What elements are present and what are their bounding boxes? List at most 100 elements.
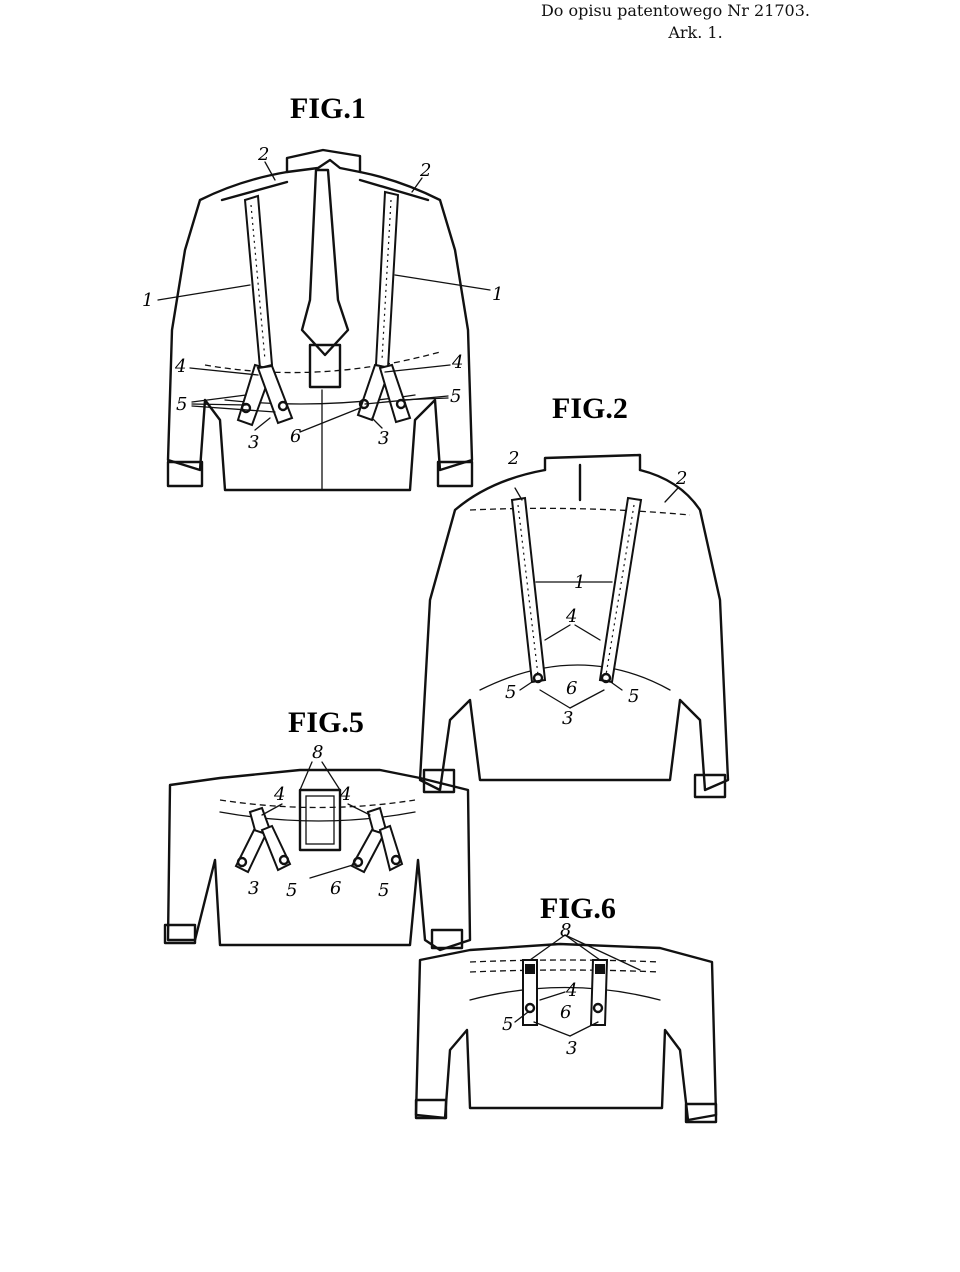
- fig6-left-clip: [525, 964, 535, 974]
- fig1-shirt-body: [166, 170, 474, 492]
- fig5-leader-4-right: [347, 803, 371, 816]
- fig2-leader-3a: [539, 689, 571, 709]
- fig5-left-cuff: [163, 923, 197, 945]
- fig2-left-button: [532, 672, 544, 684]
- fig2-leader-3b: [569, 689, 605, 709]
- fig2-leader-4a: [544, 624, 571, 641]
- fig1-leader-1-right: [394, 274, 491, 291]
- fig1-label-2-right: 2: [419, 160, 431, 181]
- sheet-number: Ark. 1.: [668, 23, 723, 42]
- fig1-collar: [285, 148, 362, 174]
- fig1-tie: [300, 168, 350, 357]
- fig1-label-3-right: 3: [378, 428, 389, 449]
- figure-1-title: FIG.1: [290, 92, 366, 125]
- figure-5: FIG.5 8 4: [163, 706, 472, 952]
- fig5-waist-line: [219, 811, 416, 822]
- fig2-yoke-line: [469, 507, 691, 516]
- fig1-leader-1-left: [157, 284, 251, 301]
- fig6-leader-4: [539, 991, 566, 1001]
- fig6-leader-3b: [569, 1021, 599, 1037]
- fig1-label-6: 6: [290, 426, 301, 447]
- fig2-waist-curve: [479, 664, 671, 691]
- fig6-leader-5: [514, 1011, 529, 1023]
- patent-reference: Do opisu patentowego Nr 21703.: [540, 1, 810, 20]
- fig6-leader-8a: [529, 934, 566, 961]
- figure-1: FIG.1: [142, 92, 503, 492]
- figure-2: FIG.2: [418, 392, 730, 799]
- fig1-leader-4-right: [384, 364, 451, 373]
- fig6-left-cuff: [414, 1098, 448, 1120]
- fig5-left-tab-b: [260, 824, 292, 872]
- fig1-leader-3-right: [371, 417, 383, 429]
- fig1-leader-5e: [399, 397, 449, 401]
- fig5-label-4-right: 4: [339, 784, 351, 805]
- fig1-label-5-left: 5: [176, 394, 187, 415]
- fig6-leader-8c: [564, 934, 641, 971]
- fig2-shirt-body: [418, 468, 730, 792]
- fig5-label-6: 6: [330, 878, 341, 899]
- fig5-label-5-right: 5: [378, 880, 389, 901]
- fig1-right-strap: [374, 190, 400, 370]
- fig2-label-4: 4: [565, 606, 577, 627]
- fig1-label-5-right: 5: [450, 386, 461, 407]
- fig5-shirt-body: [166, 768, 472, 952]
- fig1-left-shoulder-seam: [220, 180, 289, 202]
- fig6-leader-3a: [533, 1021, 571, 1037]
- fig2-leader-5-left: [519, 679, 536, 691]
- fig5-label-5-left: 5: [286, 880, 297, 901]
- fig1-left-tab-b: [256, 364, 294, 425]
- fig5-center-tab: [298, 788, 342, 852]
- fig1-right-tab-b: [378, 363, 412, 424]
- figure-2-title: FIG.2: [552, 392, 628, 425]
- fig5-right-cuff: [430, 928, 464, 950]
- fig1-leader-3-left: [254, 417, 271, 431]
- fig1-left-strap: [243, 194, 274, 370]
- fig1-label-2-left: 2: [257, 144, 269, 165]
- fig1-label-4-left: 4: [174, 356, 186, 377]
- fig6-left-button: [524, 1002, 536, 1014]
- fig6-yoke-dash-1: [469, 959, 661, 963]
- fig1-leader-2-left: [264, 161, 276, 181]
- fig1-label-1-left: 1: [142, 290, 153, 311]
- fig6-label-4: 4: [565, 980, 577, 1001]
- fig2-leader-4b: [574, 624, 601, 641]
- fig6-right-cuff: [684, 1102, 718, 1124]
- fig5-center-tab-inner: [305, 795, 335, 845]
- fig5-right-button-b: [390, 854, 402, 866]
- fig1-right-strap-stitch: [381, 199, 392, 361]
- fig6-label-8: 8: [560, 920, 571, 941]
- fig5-left-button-a: [236, 856, 248, 868]
- fig5-right-button-a: [352, 856, 364, 868]
- fig2-left-cuff: [422, 768, 456, 794]
- fig6-right-button: [592, 1002, 604, 1014]
- fig1-label-4-right: 4: [451, 352, 463, 373]
- fig1-leader-6: [299, 407, 361, 433]
- fig6-right-clip: [595, 964, 605, 974]
- fig2-label-3: 3: [562, 708, 573, 729]
- fig5-leader-6: [309, 863, 357, 879]
- fig2-leader-2-left: [514, 487, 523, 501]
- fig1-leader-5c: [191, 405, 276, 413]
- fig6-label-6: 6: [560, 1002, 571, 1023]
- fig2-label-1: 1: [574, 572, 585, 593]
- fig2-leader-5-right: [607, 679, 623, 691]
- fig1-leader-5a: [191, 394, 247, 403]
- fig2-label-5-left: 5: [505, 682, 516, 703]
- fig2-right-strap: [598, 496, 643, 684]
- fig5-leader-8b: [321, 761, 341, 791]
- sheet-header: Do opisu patentowego Nr 21703. Ark. 1.: [541, 0, 810, 44]
- fig6-label-3: 3: [566, 1038, 577, 1059]
- fig5-waist-dash: [219, 799, 416, 809]
- fig1-left-cuff: [166, 460, 204, 488]
- fig1-left-button-b: [277, 400, 289, 412]
- fig6-shirt-body: [414, 942, 718, 1122]
- fig2-label-6: 6: [566, 678, 577, 699]
- fig5-label-4-left: 4: [273, 784, 285, 805]
- fig5-leader-8a: [299, 761, 313, 791]
- fig5-right-tab-b: [378, 824, 404, 872]
- fig1-left-button-a: [240, 402, 252, 414]
- fig1-leader-5b: [191, 403, 247, 406]
- fig2-right-cuff: [693, 773, 727, 799]
- fig1-right-shoulder-seam: [358, 178, 430, 202]
